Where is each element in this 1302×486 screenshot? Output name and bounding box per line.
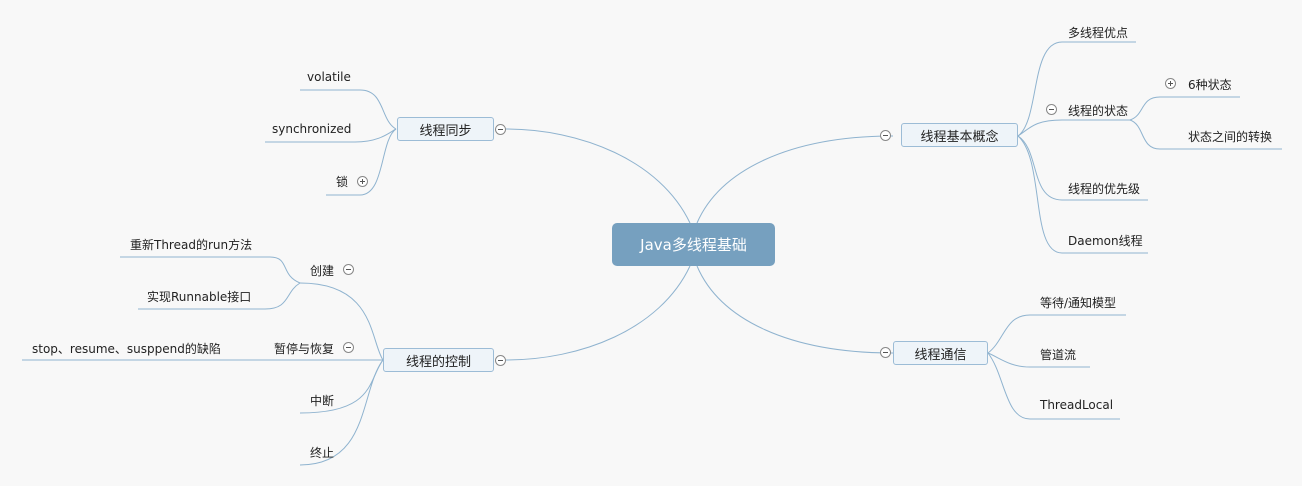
connector-create-override xyxy=(120,256,301,284)
leaf-threadlocal[interactable]: ThreadLocal xyxy=(1040,398,1114,412)
leaf-lock[interactable]: 锁 xyxy=(336,175,349,189)
collapse-pause-icon[interactable] xyxy=(343,342,354,353)
connector-central-comm xyxy=(696,265,894,354)
connector-comm-threadlocal xyxy=(987,352,1120,420)
connector-basic-advantages xyxy=(1017,41,1136,137)
leaf-terminate[interactable]: 终止 xyxy=(310,446,335,460)
collapse-state-icon[interactable] xyxy=(1046,104,1057,115)
leaf-daemon-thread[interactable]: Daemon线程 xyxy=(1068,234,1143,248)
connector-central-sync xyxy=(505,128,691,224)
topic-thread-communication[interactable]: 线程通信 xyxy=(893,341,988,365)
leaf-interrupt[interactable]: 中断 xyxy=(310,394,335,408)
collapse-basic-icon[interactable] xyxy=(880,130,891,141)
connector-control-create xyxy=(299,282,384,361)
connector-sync-lock xyxy=(326,128,397,196)
leaf-state-transitions[interactable]: 状态之间的转换 xyxy=(1188,130,1273,144)
leaf-thread-state[interactable]: 线程的状态 xyxy=(1068,104,1129,118)
topic-thread-sync[interactable]: 线程同步 xyxy=(397,117,494,141)
leaf-synchronized[interactable]: synchronized xyxy=(272,122,352,136)
leaf-volatile[interactable]: volatile xyxy=(307,70,351,84)
leaf-override-run[interactable]: 重新Thread的run方法 xyxy=(130,238,253,252)
leaf-thread-priority[interactable]: 线程的优先级 xyxy=(1068,182,1141,196)
expand-lock-icon[interactable] xyxy=(357,176,368,187)
connector-control-terminate xyxy=(299,359,384,466)
leaf-stop-resume-suspend-defects[interactable]: stop、resume、susppend的缺陷 xyxy=(32,342,221,356)
collapse-sync-icon[interactable] xyxy=(495,124,506,135)
leaf-create[interactable]: 创建 xyxy=(310,264,335,278)
connector-central-basic xyxy=(696,135,894,224)
connector-create-runnable xyxy=(138,282,301,310)
connector-state-six xyxy=(1129,96,1240,121)
connector-comm-pipe xyxy=(987,352,1090,368)
connector-comm-waitnotify xyxy=(987,314,1126,354)
topic-thread-basic-concepts[interactable]: 线程基本概念 xyxy=(901,123,1018,147)
connector-state-transitions xyxy=(1129,119,1282,150)
leaf-pause-resume[interactable]: 暂停与恢复 xyxy=(274,342,335,356)
collapse-communication-icon[interactable] xyxy=(880,347,891,358)
connector-basic-daemon xyxy=(1017,135,1148,254)
leaf-multithread-advantages[interactable]: 多线程优点 xyxy=(1068,26,1129,40)
collapse-control-icon[interactable] xyxy=(495,355,506,366)
connector-basic-state xyxy=(1017,119,1130,137)
connector-basic-priority xyxy=(1017,135,1148,201)
leaf-implement-runnable[interactable]: 实现Runnable接口 xyxy=(147,290,252,304)
expand-six-states-icon[interactable] xyxy=(1165,78,1176,89)
topic-thread-control[interactable]: 线程的控制 xyxy=(383,348,494,372)
leaf-six-states[interactable]: 6种状态 xyxy=(1188,78,1232,92)
connector-sync-volatile xyxy=(300,89,397,130)
connector-central-control xyxy=(505,265,691,361)
collapse-create-icon[interactable] xyxy=(343,264,354,275)
leaf-wait-notify-model[interactable]: 等待/通知模型 xyxy=(1040,296,1117,310)
central-topic[interactable]: Java多线程基础 xyxy=(612,223,775,266)
leaf-pipe-stream[interactable]: 管道流 xyxy=(1040,348,1077,362)
